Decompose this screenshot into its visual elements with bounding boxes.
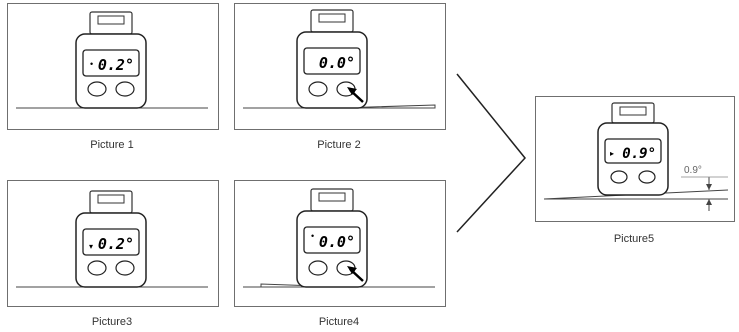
picture-5-caption: Picture5 (613, 233, 655, 245)
picture-2-caption: Picture 2 (317, 139, 361, 151)
press-arrow-icon (347, 266, 364, 282)
lcd-reading: 0.0° (319, 233, 355, 251)
angle-measure-marker (681, 176, 728, 211)
picture-2-panel: 0.0° (234, 3, 446, 130)
picture-4-caption: Picture4 (318, 316, 360, 328)
level-device-illustration: • 0.2° (16, 11, 208, 109)
picture-3-panel: ▾ 0.2° (7, 180, 219, 307)
level-device-illustration: ▾ 0.2° (16, 190, 208, 288)
picture-3-caption: Picture3 (91, 316, 133, 328)
press-arrow-icon (347, 87, 364, 103)
lcd-reading: 0.0° (319, 54, 355, 72)
picture-1-panel: • 0.2° (7, 3, 219, 130)
lcd-indicator: ▸ (610, 149, 614, 158)
level-device-illustration: ▸ 0.9° 0.9° (543, 102, 729, 211)
picture-5-panel: ▸ 0.9° 0.9° (535, 96, 735, 222)
picture-4-panel: • 0.0° (234, 180, 446, 307)
lcd-reading: 0.2° (98, 235, 134, 253)
lcd-reading: 0.9° (622, 146, 656, 162)
lcd-indicator: ▾ (89, 242, 93, 251)
lcd-indicator: • (311, 231, 314, 241)
angle-label: 0.9° (684, 165, 702, 176)
connector-chevron (456, 73, 526, 233)
level-device-illustration: 0.0° (243, 9, 436, 109)
level-device-illustration: • 0.0° (243, 188, 435, 288)
lcd-reading: 0.2° (98, 56, 134, 74)
lcd-indicator: • (90, 59, 93, 69)
picture-1-caption: Picture 1 (90, 139, 134, 151)
